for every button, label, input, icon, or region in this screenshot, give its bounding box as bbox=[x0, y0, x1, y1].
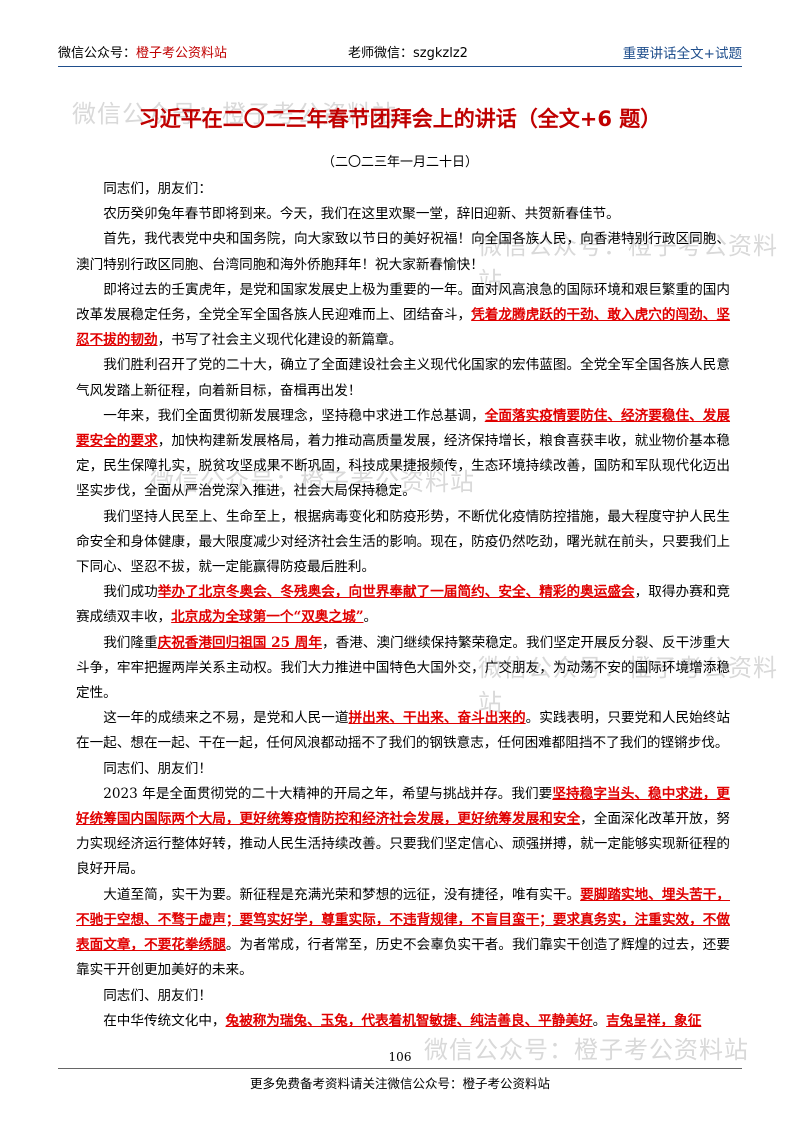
highlighted-text: 坚持稳字当头、稳中求进，更好统筹国内国际两个大局，更好统筹疫情防控和经济社会发展… bbox=[76, 785, 730, 828]
paragraph-text: 。实践表明，只要党和人民始终站在一起、想在一起、干在一起，任何风浪都动摇不了我们… bbox=[76, 710, 731, 752]
paragraph: 我们隆重庆祝香港回归祖国 25 周年，香港、澳门继续保持繁荣稳定。我们坚定开展反… bbox=[76, 631, 730, 707]
paragraph: 我们坚持人民至上、生命至上，根据病毒变化和防疫形势，不断优化疫情防控措施，最大程… bbox=[76, 505, 730, 581]
paragraph-text: 我们胜利召开了党的二十大，确立了全面建设社会主义现代化国家的宏伟蓝图。全党全军全… bbox=[76, 357, 730, 399]
paragraph-text: ，取得办赛和竞赛成绩双丰收， bbox=[76, 584, 731, 626]
highlighted-text: 吉兔呈祥，象征 bbox=[606, 1012, 702, 1029]
highlighted-text: 举办了北京冬奥会、冬残奥会，向世界奉献了一届简约、安全、精彩的奥运盛会 bbox=[157, 584, 635, 601]
page-number: 106 bbox=[388, 1050, 412, 1064]
paragraph-text: 同志们、朋友们！ bbox=[103, 987, 212, 1004]
paragraph-text: 大道至简，实干为要。新征程是充满光荣和梦想的远征，没有捷径，唯有实干。 bbox=[103, 886, 581, 903]
paragraph-text: ，香港、澳门继续保持繁荣稳定。我们坚定开展反分裂、反干涉重大斗争，牢牢把握两岸关… bbox=[76, 634, 731, 702]
paragraph-text: 我们坚持人民至上、生命至上，根据病毒变化和防疫形势，不断优化疫情防控措施，最大程… bbox=[76, 508, 730, 576]
paragraph-text: 即将过去的壬寅虎年，是党和国家发展史上极为重要的一年。面对风高浪急的国际环境和艰… bbox=[76, 281, 730, 324]
paragraph-text: 同志们，朋友们： bbox=[103, 181, 212, 197]
highlighted-text: 北京成为全球第一个“双奥之城” bbox=[171, 609, 364, 626]
paragraph: 同志们，朋友们： bbox=[76, 177, 730, 202]
paragraph: 我们胜利召开了党的二十大，确立了全面建设社会主义现代化国家的宏伟蓝图。全党全军全… bbox=[76, 353, 730, 403]
header-teacher-wechat: 老师微信：szgkzlz2 bbox=[348, 46, 468, 61]
page-header: 微信公众号：橙子考公资料站 老师微信：szgkzlz2 重要讲话全文+试题 bbox=[58, 38, 742, 62]
paragraph: 同志们、朋友们！ bbox=[76, 757, 730, 782]
paragraph: 农历癸卯兔年春节即将到来。今天，我们在这里欢聚一堂，辞旧迎新、共贺新春佳节。 bbox=[76, 202, 730, 227]
document-title: 习近平在二〇二三年春节团拜会上的讲话（全文+6 题） bbox=[138, 107, 662, 131]
paragraph-text: 同志们、朋友们！ bbox=[103, 760, 212, 777]
header-right-title: 重要讲话全文+试题 bbox=[622, 46, 742, 62]
highlighted-text: 要脚踏实地、埋头苦干，不驰于空想、不骛于虚声；要笃实好学，尊重实际，不违背规律，… bbox=[76, 886, 731, 954]
highlighted-text: 凭着龙腾虎跃的干劲、敢入虎穴的闯劲、坚忍不拔的韧劲 bbox=[76, 307, 731, 349]
paragraph-text: 。 bbox=[592, 1012, 607, 1029]
paragraph-text: 在中华传统文化中， bbox=[103, 1012, 226, 1029]
paragraph-text: 农历癸卯兔年春节即将到来。今天，我们在这里欢聚一堂，辞旧迎新、共贺新春佳节。 bbox=[103, 206, 620, 223]
paragraph: 一年来，我们全面贯彻新发展理念，坚持稳中求进工作总基调，全面落实疫情要防住、经济… bbox=[76, 404, 730, 505]
paragraph-text: 。 bbox=[363, 609, 378, 626]
paragraph-text: 我们隆重 bbox=[103, 634, 158, 651]
paragraph-text: 我们成功 bbox=[103, 584, 158, 601]
paragraph-text: 首先，我代表党中央和国务院，向大家致以节日的美好祝福！向全国各族人民，向香港特别… bbox=[76, 231, 730, 273]
highlighted-text: 兔被称为瑞兔、玉兔，代表着机智敏捷、纯洁善良、平静美好 bbox=[225, 1012, 593, 1029]
highlighted-text: 庆祝香港回归祖国 25 周年 bbox=[157, 634, 322, 651]
paragraph-text: 这一年的成绩来之不易，是党和人民一道 bbox=[103, 710, 349, 727]
paragraph-text: ，书写了社会主义现代化建设的新篇章。 bbox=[157, 332, 403, 349]
footer-divider bbox=[58, 1068, 742, 1069]
paragraph-text: 一年来，我们全面贯彻新发展理念，坚持稳中求进工作总基调， bbox=[103, 407, 485, 424]
page-footer: 更多免费备考资料请关注微信公众号：橙子考公资料站 bbox=[249, 1076, 550, 1091]
paragraph-text: 。为者常成，行者常至，历史不会辜负实干者。我们靠实干创造了辉煌的过去，还要靠实干… bbox=[76, 937, 731, 979]
document-date: （二〇二三年一月二十日） bbox=[321, 155, 478, 170]
header-left: 微信公众号：橙子考公资料站 bbox=[58, 46, 228, 61]
paragraph-text: 2023 年是全面贯彻党的二十大精神的开局之年，希望与挑战并存。我们要 bbox=[103, 785, 553, 802]
highlighted-text: 全面落实疫情要防住、经济要稳住、发展要安全的要求 bbox=[76, 407, 731, 450]
paragraph: 首先，我代表党中央和国务院，向大家致以节日的美好祝福！向全国各族人民，向香港特别… bbox=[76, 227, 730, 277]
header-divider bbox=[58, 66, 742, 67]
paragraph: 大道至简，实干为要。新征程是充满光荣和梦想的远征，没有捷径，唯有实干。要脚踏实地… bbox=[76, 883, 730, 984]
paragraph: 在中华传统文化中，兔被称为瑞兔、玉兔，代表着机智敏捷、纯洁善良、平静美好。吉兔呈… bbox=[76, 1009, 730, 1034]
paragraph-text: ，加快构建新发展格局，着力推动高质量发展，经济保持增长，粮食喜获丰收，就业物价基… bbox=[76, 433, 731, 500]
paragraph: 即将过去的壬寅虎年，是党和国家发展史上极为重要的一年。面对风高浪急的国际环境和艰… bbox=[76, 278, 730, 354]
paragraph: 2023 年是全面贯彻党的二十大精神的开局之年，希望与挑战并存。我们要坚持稳字当… bbox=[76, 782, 730, 883]
paragraph: 这一年的成绩来之不易，是党和人民一道拼出来、干出来、奋斗出来的。实践表明，只要党… bbox=[76, 706, 730, 756]
paragraph-text: ，全面深化改革开放，努力实现经济运行整体好转，推动人民生活持续改善。只要我们坚定… bbox=[76, 811, 731, 878]
paragraph: 同志们、朋友们！ bbox=[76, 984, 730, 1009]
highlighted-text: 拼出来、干出来、奋斗出来的 bbox=[348, 710, 526, 727]
paragraph: 我们成功举办了北京冬奥会、冬残奥会，向世界奉献了一届简约、安全、精彩的奥运盛会，… bbox=[76, 580, 730, 630]
document-body: 同志们，朋友们： 农历癸卯兔年春节即将到来。今天，我们在这里欢聚一堂，辞旧迎新、共… bbox=[76, 177, 730, 1034]
